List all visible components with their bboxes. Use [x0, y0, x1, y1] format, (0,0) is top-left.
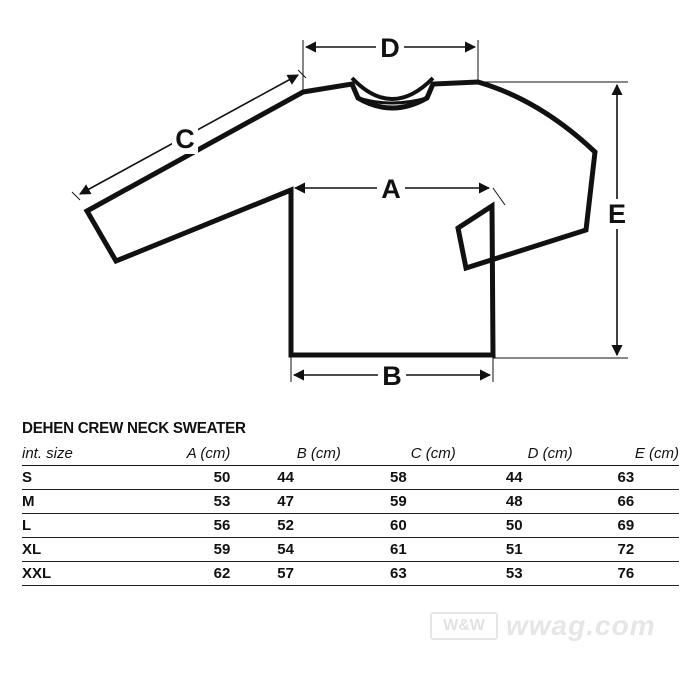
value-cell: 54	[230, 537, 341, 562]
header-b: B (cm)	[230, 442, 341, 466]
value-cell: 47	[230, 489, 341, 514]
value-cell: 59	[340, 489, 456, 514]
watermark-text: wwag.com	[506, 610, 656, 641]
label-e: E	[608, 199, 626, 229]
value-cell: 61	[340, 537, 456, 562]
header-e: E (cm)	[572, 442, 679, 466]
table-row: XL 59 54 61 51 72	[22, 537, 679, 562]
value-cell: 58	[340, 465, 456, 490]
collar-inner	[350, 76, 435, 101]
value-cell: 50	[113, 465, 231, 490]
table-header-row: int. size A (cm) B (cm) C (cm) D (cm) E …	[22, 442, 679, 466]
neck-rib	[357, 96, 428, 105]
size-cell: XL	[22, 537, 114, 562]
table-row: S 50 44 58 44 63	[22, 465, 679, 490]
value-cell: 48	[455, 489, 573, 514]
value-cell: 44	[455, 465, 573, 490]
header-int-size: int. size	[22, 442, 114, 466]
value-cell: 51	[455, 537, 573, 562]
header-a: A (cm)	[113, 442, 231, 466]
value-cell: 76	[572, 561, 679, 586]
label-b: B	[382, 361, 402, 391]
value-cell: 60	[340, 513, 456, 538]
value-cell: 53	[113, 489, 231, 514]
label-d: D	[380, 33, 400, 63]
value-cell: 69	[572, 513, 679, 538]
sweater-body-outline	[83, 79, 598, 358]
size-cell: L	[22, 513, 114, 538]
label-a: A	[381, 174, 401, 204]
label-c: C	[175, 124, 195, 154]
table-row: XXL 62 57 63 53 76	[22, 561, 679, 586]
value-cell: 44	[230, 465, 341, 490]
sweater-diagram: D A B E C	[71, 33, 630, 391]
value-cell: 53	[455, 561, 573, 586]
table-title: DEHEN CREW NECK SWEATER	[22, 420, 246, 437]
table-row: M 53 47 59 48 66	[22, 489, 679, 514]
header-c: C (cm)	[340, 442, 456, 466]
value-cell: 59	[113, 537, 231, 562]
header-d: D (cm)	[455, 442, 573, 466]
value-cell: 66	[572, 489, 679, 514]
size-cell: XXL	[22, 561, 114, 586]
value-cell: 63	[340, 561, 456, 586]
size-table: int. size A (cm) B (cm) C (cm) D (cm) E …	[22, 442, 679, 586]
guide-lines	[71, 40, 628, 382]
watermark-logo: W&W	[430, 612, 498, 640]
dimension-lines	[79, 41, 623, 381]
sweater-outline	[83, 79, 598, 358]
watermark: W&W wwag.com	[430, 610, 656, 642]
value-cell: 50	[455, 513, 573, 538]
table-row: L 56 52 60 50 69	[22, 513, 679, 538]
value-cell: 57	[230, 561, 341, 586]
value-cell: 63	[572, 465, 679, 490]
value-cell: 56	[113, 513, 231, 538]
size-cell: S	[22, 465, 114, 490]
value-cell: 62	[113, 561, 231, 586]
value-cell: 72	[572, 537, 679, 562]
value-cell: 52	[230, 513, 341, 538]
size-cell: M	[22, 489, 114, 514]
